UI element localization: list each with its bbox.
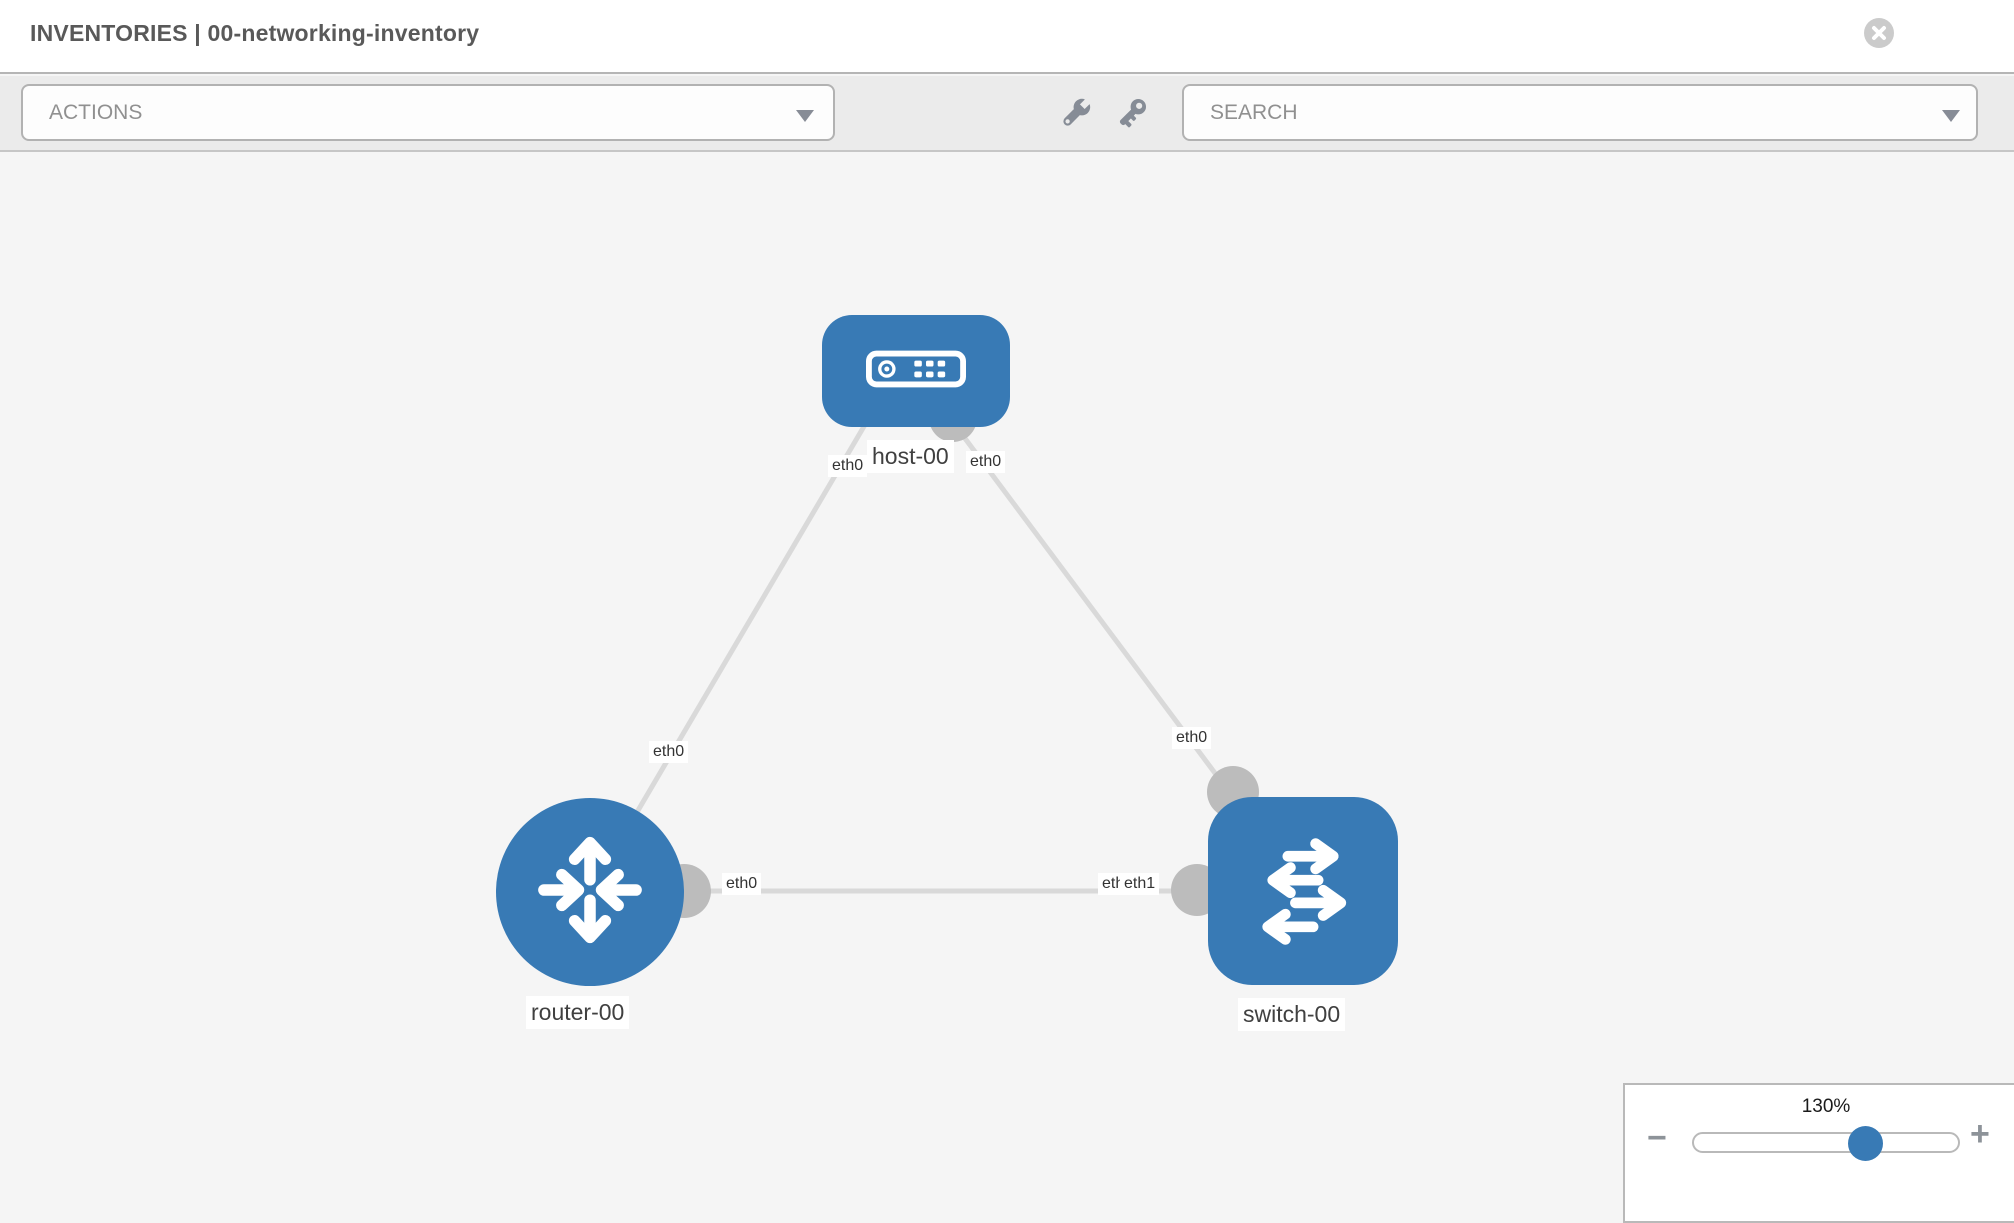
zoom-panel: 130% − + bbox=[1623, 1083, 2014, 1223]
topology-canvas[interactable]: eth0 eth0 host-00 eth0 eth0 eth0 eth0 et… bbox=[0, 152, 2014, 1200]
search-dropdown[interactable]: SEARCH bbox=[1182, 84, 1978, 141]
node-label-switch-00: switch-00 bbox=[1238, 998, 1346, 1031]
node-host-00[interactable] bbox=[822, 315, 1010, 427]
router-icon bbox=[526, 826, 654, 959]
search-placeholder: SEARCH bbox=[1210, 101, 1298, 124]
node-label-router-00: router-00 bbox=[526, 996, 630, 1029]
interface-label: eth0 bbox=[649, 741, 689, 763]
zoom-level-value: 130% bbox=[1801, 1096, 1851, 1117]
key-icon bbox=[1113, 98, 1151, 136]
interface-label: eth0 bbox=[1172, 727, 1212, 749]
interface-label: eth0 bbox=[722, 873, 762, 895]
links-layer bbox=[587, 394, 1306, 918]
chevron-down-icon bbox=[796, 110, 814, 122]
zoom-in-button[interactable]: + bbox=[1970, 1115, 1990, 1153]
chevron-down-icon bbox=[1942, 110, 1960, 122]
node-label-host-00: host-00 bbox=[867, 440, 954, 473]
host-icon bbox=[866, 350, 966, 393]
interface-label: eth0 bbox=[966, 451, 1006, 473]
node-switch-00[interactable] bbox=[1208, 797, 1398, 985]
interface-label: eth1 bbox=[1120, 873, 1160, 895]
switch-icon bbox=[1240, 826, 1366, 957]
interface-label: eth0 bbox=[828, 455, 868, 477]
page-title: INVENTORIES | 00-networking-inventory bbox=[30, 20, 480, 46]
zoom-out-button[interactable]: − bbox=[1647, 1119, 1667, 1157]
header-bar: INVENTORIES | 00-networking-inventory bbox=[0, 0, 2014, 74]
actions-dropdown[interactable]: ACTIONS bbox=[21, 84, 835, 141]
toolbar: ACTIONS bbox=[0, 76, 2014, 152]
zoom-slider-track[interactable] bbox=[1692, 1126, 1960, 1161]
node-router-00[interactable] bbox=[496, 798, 684, 986]
actions-dropdown-label: ACTIONS bbox=[49, 101, 143, 124]
wrench-icon bbox=[1057, 97, 1095, 136]
close-button[interactable] bbox=[1864, 18, 1894, 48]
key-button[interactable] bbox=[1113, 94, 1151, 132]
wrench-button[interactable] bbox=[1057, 94, 1095, 132]
zoom-slider-thumb[interactable] bbox=[1848, 1126, 1883, 1161]
